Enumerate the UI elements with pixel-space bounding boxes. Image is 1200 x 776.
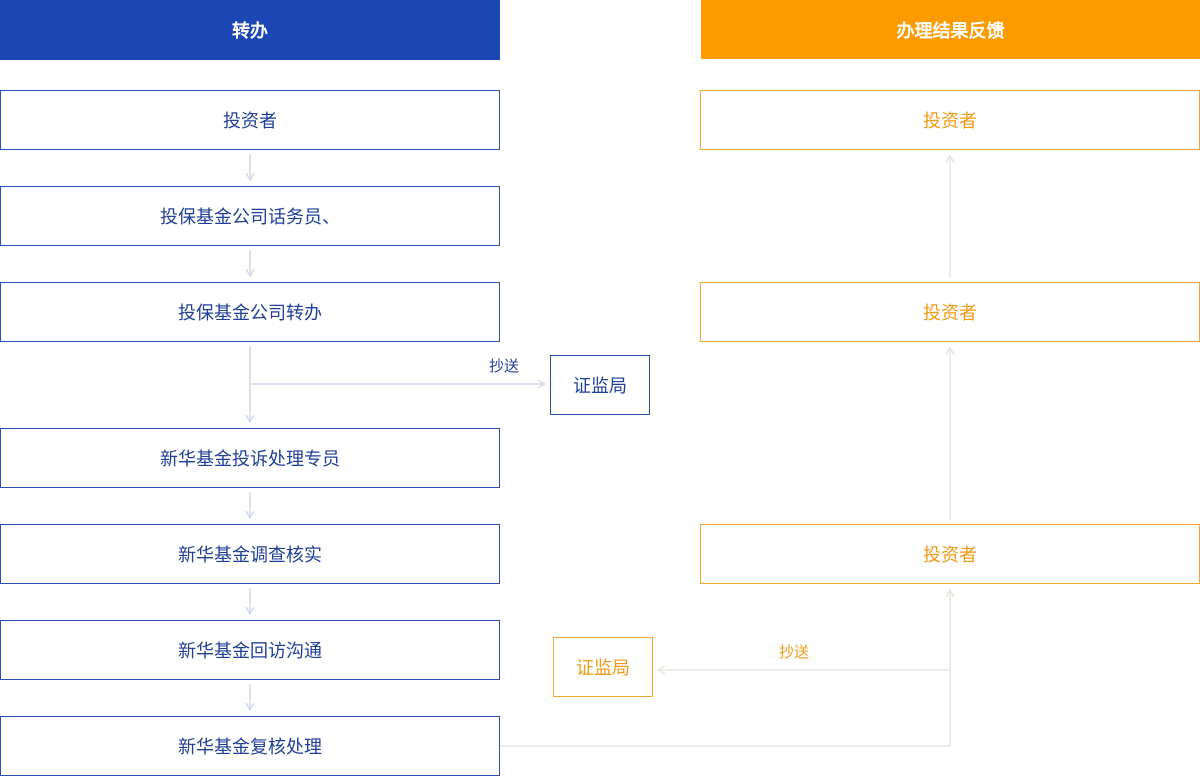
result-investor-2: 投资者 [700,282,1200,342]
step-fund-operator: 投保基金公司话务员、 [0,186,500,246]
step-investigation: 新华基金调查核实 [0,524,500,584]
cc-label-right: 抄送 [778,643,809,661]
result-investor-3: 投资者 [700,524,1200,584]
step-fund-transfer: 投保基金公司转办 [0,282,500,342]
cc-target-right: 证监局 [553,637,653,697]
arrow-feedback-to-result [500,588,955,747]
step-complaint-specialist: 新华基金投诉处理专员 [0,428,500,488]
step-review: 新华基金复核处理 [0,716,500,776]
step-follow-up: 新华基金回访沟通 [0,620,500,680]
cc-label-left: 抄送 [488,357,519,375]
result-investor-1: 投资者 [700,90,1200,150]
feedback-header: 办理结果反馈 [701,0,1200,59]
transfer-header: 转办 [0,0,500,60]
step-investor: 投资者 [0,90,500,150]
cc-target-left: 证监局 [550,355,650,415]
